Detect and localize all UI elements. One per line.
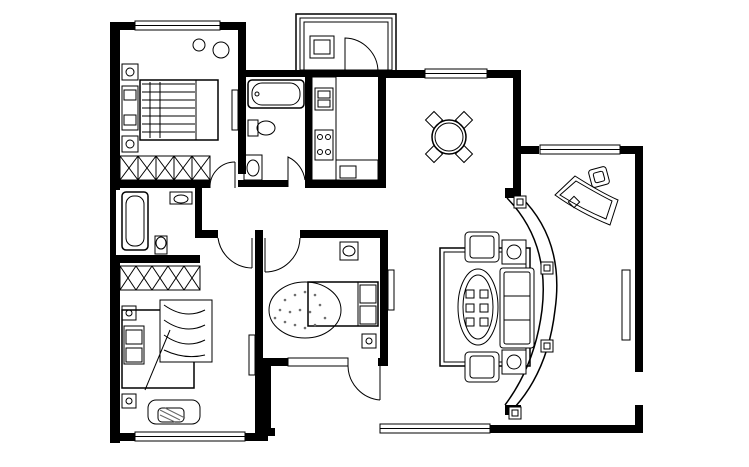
bedroom-lower-left <box>119 265 213 425</box>
dining <box>424 110 474 164</box>
windows <box>134 20 631 442</box>
bathroom-upper <box>243 79 306 187</box>
balcony-utility <box>295 13 397 73</box>
study <box>554 166 619 226</box>
living-room <box>347 231 535 401</box>
bathroom-lower <box>121 191 253 269</box>
kitchen <box>311 76 385 181</box>
master-bedroom <box>119 38 230 181</box>
bedroom-middle <box>264 237 379 349</box>
door-swings <box>209 161 236 189</box>
walls <box>110 22 643 443</box>
living-curve <box>504 195 558 420</box>
